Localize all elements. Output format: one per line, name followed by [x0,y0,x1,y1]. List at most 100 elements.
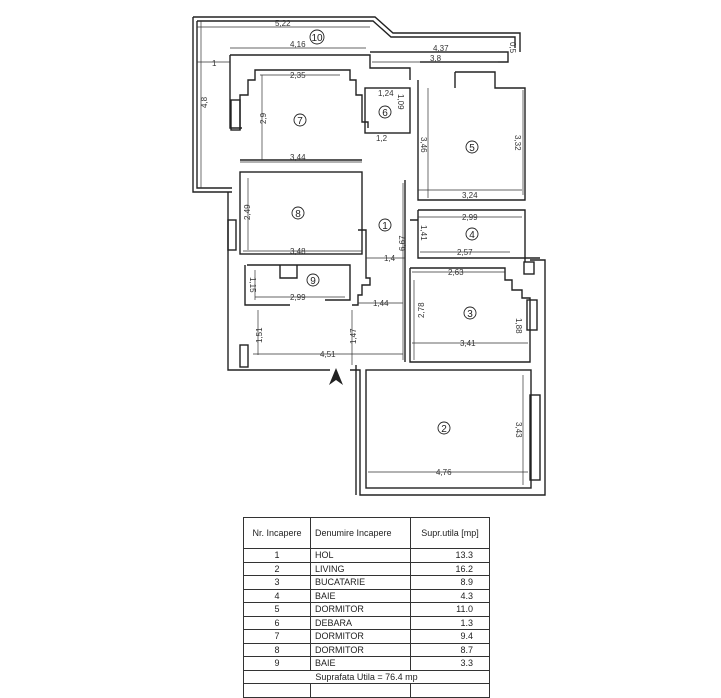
total-row: Suprafata Utila = 76.4 mp [243,669,490,684]
dim-label: 4,51 [320,350,336,359]
dim-label: 1,15 [248,277,257,293]
room-9-wall [244,264,351,306]
room-number: 2 [441,424,447,435]
dim-label: 3,48 [290,247,306,256]
room-5-wall [417,71,526,201]
room-number: 10 [311,33,323,44]
room-3-wall [409,267,531,363]
table-header: Nr. Incapere Denumire Incapere Supr.util… [243,517,490,549]
room-number: 7 [297,116,303,127]
room-name: BAIE [310,656,411,671]
dim-label: 1 [212,59,217,68]
dim-label: 4,37 [433,44,449,53]
dim-label: 4,8 [200,96,209,108]
room-area: 4.3 [410,588,490,603]
room-area: 11.0 [410,602,490,617]
dim-label: 3,46 [419,137,428,153]
room-area: 3.3 [410,656,490,671]
room-7-wall [239,69,369,161]
windows [227,99,541,481]
room-name: LIVING [310,561,411,576]
total-area: Suprafata Utila = 76.4 mp [243,669,490,684]
dim-label: 2,63 [448,268,464,277]
dim-label: 5,22 [275,19,291,28]
outer-wall [227,51,546,496]
dim-label: 2,49 [243,204,252,220]
dim-label: 1,2 [376,134,388,143]
dim-label: 3,24 [462,191,478,200]
dim-label: 2,99 [290,293,306,302]
dim-label: 1,44 [373,299,389,308]
dim-label: 2,99 [462,213,478,222]
dim-label: 1,88 [514,318,523,334]
dim-label: 2,78 [417,302,426,318]
room-6-wall [364,87,411,134]
dim-label: 3,41 [460,339,476,348]
room-name: BAIE [310,588,411,603]
table-row [243,683,490,698]
room-name: DORMITOR [310,629,411,644]
room-nr: 5 [243,602,311,617]
balcony-wall [192,16,521,193]
room-nr: 3 [243,575,311,590]
dim-label: 3,44 [290,153,306,162]
room-area: 8.9 [410,575,490,590]
header-name: Denumire Incapere [310,517,411,549]
room-number: 9 [310,276,316,287]
dim-label: 2,57 [457,248,473,257]
header-area: Supr.utila [mp] [410,517,490,549]
dim-label: 4,16 [290,40,306,49]
room-area-table: Nr. Incapere Denumire Incapere Supr.util… [243,517,490,698]
room-name: BUCATARIE [310,575,411,590]
room-labels: 1 2 3 4 5 6 7 8 9 10 [291,29,479,435]
room-number: 8 [295,209,301,220]
room-number: 1 [382,221,388,232]
dimension-lines [197,21,528,485]
room-nr: 9 [243,656,311,671]
dim-label: 1,4 [384,254,396,263]
room-area: 9.4 [410,629,490,644]
floor-plan: 5,22 4,16 4,37 3,8 0,5 1 4,8 2,35 2,9 1,… [192,16,546,496]
dim-label: 4,76 [436,468,452,477]
room-2-wall [365,369,532,489]
room-nr: 8 [243,642,311,657]
room-area: 16.2 [410,561,490,576]
room-nr: 7 [243,629,311,644]
dim-label: 2,9 [259,112,268,124]
room-area: 13.3 [410,548,490,563]
hall-wall [352,180,418,362]
room-name: HOL [310,548,411,563]
north-arrow-icon [329,368,343,385]
dim-label: 3,43 [514,422,523,438]
dim-label: 6,67 [398,235,407,251]
room-4-wall [417,209,540,262]
room-area: 1.3 [410,615,490,630]
room-number: 6 [382,108,388,119]
room-8-wall [239,171,363,255]
dim-label: 1,41 [419,225,428,241]
room-number: 4 [469,230,475,241]
dim-label: 3,8 [430,54,442,63]
room-name: DEBARA [310,615,411,630]
room-nr: 1 [243,548,311,563]
room-nr: 6 [243,615,311,630]
room-number: 3 [467,309,473,320]
room-name: DORMITOR [310,642,411,657]
dimension-labels: 5,22 4,16 4,37 3,8 0,5 1 4,8 2,35 2,9 1,… [200,19,523,477]
room-area: 8.7 [410,642,490,657]
room-name: DORMITOR [310,602,411,617]
dim-label: 0,5 [508,42,517,54]
room-nr: 2 [243,561,311,576]
room-nr: 4 [243,588,311,603]
dim-label: 3,32 [513,135,522,151]
dim-label: 1,47 [349,328,358,344]
